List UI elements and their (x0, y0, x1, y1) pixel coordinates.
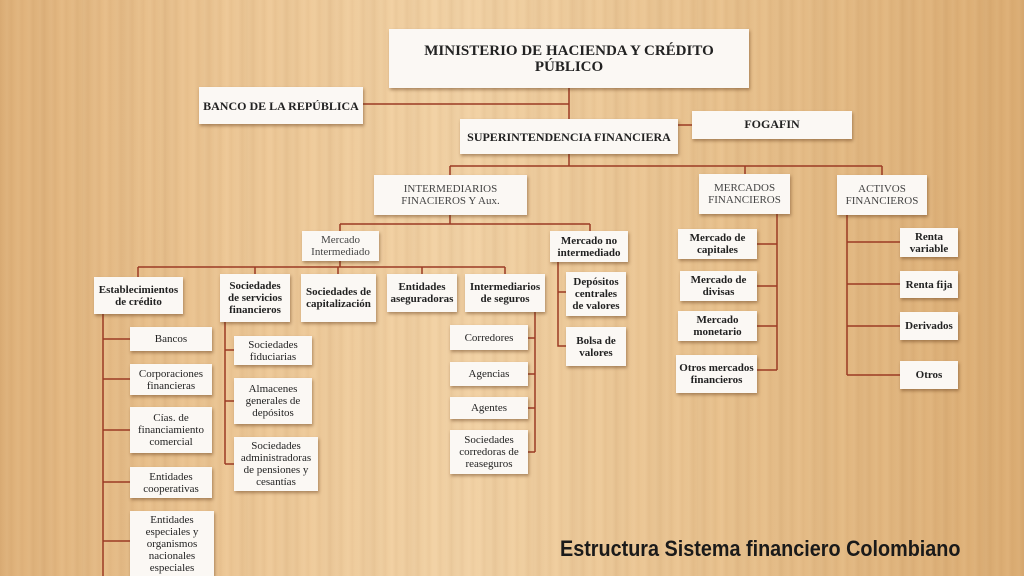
node-mercado-no-intermediado: Mercado no intermediado (550, 231, 628, 262)
node-entidades-especiales: Entidades especiales y organismos nacion… (130, 511, 214, 576)
node-superintendencia: SUPERINTENDENCIA FINANCIERA (460, 119, 678, 154)
node-ministerio: MINISTERIO DE HACIENDA Y CRÉDITO PÚBLICO (389, 29, 749, 88)
slide-title: Estructura Sistema financiero Colombiano (560, 536, 961, 561)
node-renta-fija: Renta fija (900, 271, 958, 298)
node-activos: ACTIVOS FINANCIEROS (837, 175, 927, 215)
node-derivados: Derivados (900, 312, 958, 340)
node-mercado-monetario: Mercado monetario (678, 311, 757, 341)
node-mercado-divisas: Mercado de divisas (680, 271, 757, 301)
node-cias-financiamiento: Cías. de financiamiento comercial (130, 407, 212, 453)
node-servicios-financieros: Sociedades de servicios financieros (220, 274, 290, 322)
node-intermediarios-seguros: Intermediarios de seguros (465, 274, 545, 312)
node-mercados: MERCADOS FINANCIEROS (699, 174, 790, 214)
node-bolsa-valores: Bolsa de valores (566, 327, 626, 366)
node-otros-mercados: Otros mercados financieros (676, 355, 757, 393)
node-mercado-capitales: Mercado de capitales (678, 229, 757, 259)
node-mercado-intermediado: Mercado Intermediado (302, 231, 379, 261)
node-fogafin: FOGAFIN (692, 111, 852, 139)
node-corredores: Corredores (450, 325, 528, 350)
node-banco-republica: BANCO DE LA REPÚBLICA (199, 87, 363, 124)
node-agencias: Agencias (450, 362, 528, 386)
node-reaseguros: Sociedades corredoras de reaseguros (450, 430, 528, 474)
node-bancos: Bancos (130, 327, 212, 351)
node-agentes: Agentes (450, 397, 528, 419)
node-fiduciarias: Sociedades fiduciarias (234, 336, 312, 365)
node-otros: Otros (900, 361, 958, 389)
node-pensiones: Sociedades administradoras de pensiones … (234, 437, 318, 491)
node-corporaciones: Corporaciones financieras (130, 364, 212, 395)
node-intermediarios: INTERMEDIARIOS FINACIEROS Y Aux. (374, 175, 527, 215)
node-depositos-centrales: Depósitos centrales de valores (566, 272, 626, 316)
node-renta-variable: Renta variable (900, 228, 958, 257)
node-capitalizacion: Sociedades de capitalización (301, 274, 376, 322)
node-almacenes: Almacenes generales de depósitos (234, 378, 312, 424)
node-aseguradoras: Entidades aseguradoras (387, 274, 457, 312)
node-establecimientos-credito: Establecimientos de crédito (94, 277, 183, 314)
node-cooperativas: Entidades cooperativas (130, 467, 212, 498)
